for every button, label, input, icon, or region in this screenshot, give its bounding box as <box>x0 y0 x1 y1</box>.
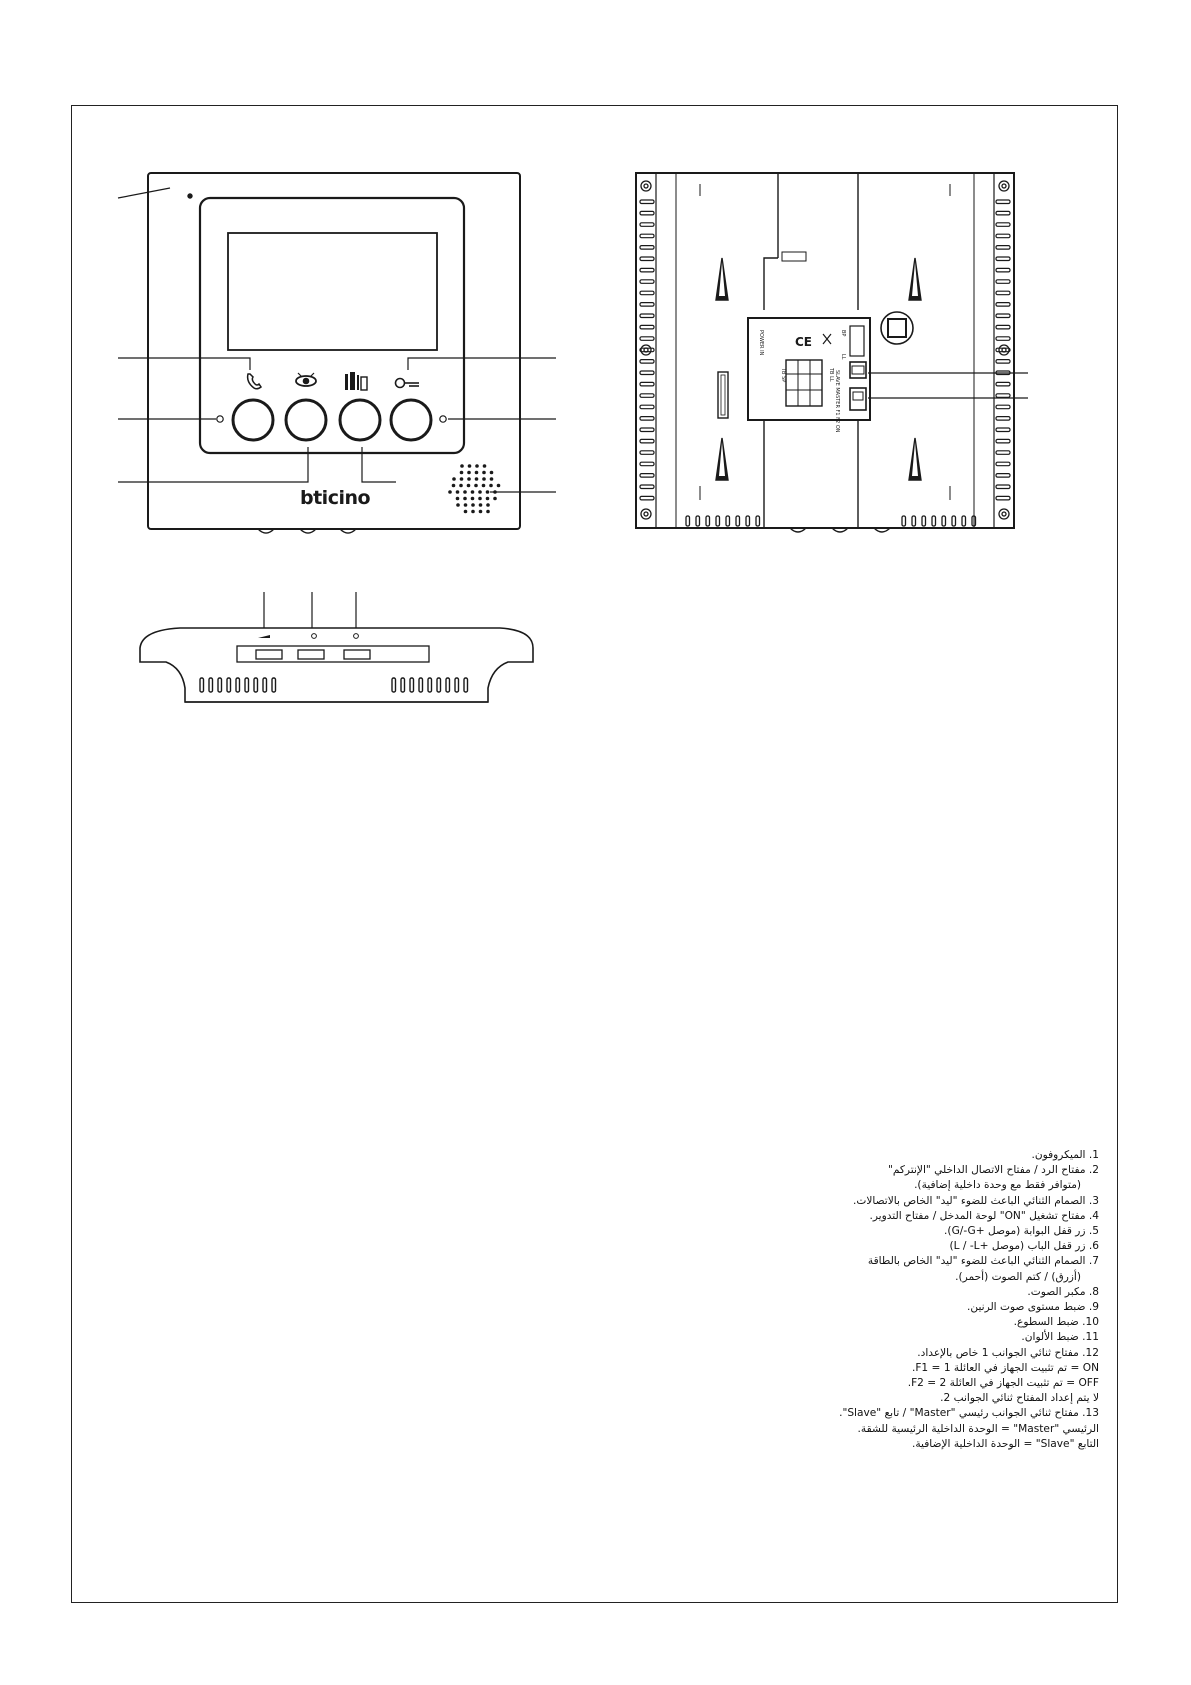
legend-text: مكبر الصوت. <box>1027 1285 1086 1298</box>
ce-mark: CE <box>795 335 812 349</box>
rear-view: CE POWER IN TB SP TB LL BP LL SLAVE MAST… <box>635 172 1028 533</box>
legend-item: 11. ضبط الألوان. <box>579 1330 1099 1345</box>
bus-label-left: TB SP <box>780 367 786 382</box>
legend-text: الصمام الثنائي الباعث للضوء "ليد" الخاص … <box>867 1255 1086 1268</box>
legend-number: 4. <box>1085 1209 1099 1222</box>
config-label: SLAVE MASTER F1 F2 ON <box>834 370 840 433</box>
legend-number: 7. <box>1085 1255 1099 1268</box>
legend-text: مفتاح ثنائي الجوانب رئيسي "Master" / تاب… <box>839 1407 1079 1420</box>
legend-item: 6. زر قفل الباب (موصل +L / -L) <box>579 1239 1099 1254</box>
legend-item: 2. مفتاح الرد / مفتاح الاتصال الداخلي "ا… <box>579 1163 1099 1178</box>
legend-item: 8. مكبر الصوت. <box>579 1285 1099 1300</box>
legend-number: 10. <box>1078 1316 1099 1329</box>
legend-number: 1. <box>1085 1149 1099 1161</box>
legend-item: 10. ضبط السطوع. <box>579 1315 1099 1330</box>
legend-item: 3. الصمام الثنائي الباعث للضوء "ليد" الخ… <box>579 1194 1099 1209</box>
legend-continuation: (أزرق) / كتم الصوت (أحمر). <box>955 1270 1081 1283</box>
dip-switch-1 <box>849 361 867 379</box>
answer-button <box>231 398 275 442</box>
gate-lock-button <box>338 398 382 442</box>
legend-number: 5. <box>1085 1225 1099 1238</box>
handset-icon <box>246 373 263 390</box>
power-in-label: POWER IN <box>758 330 764 356</box>
color-knob <box>343 649 371 660</box>
legend-text: مفتاح تشغيل "ON" لوحة المدخل / مفتاح الت… <box>869 1209 1086 1222</box>
legend-text: زر قفل البوابة (موصل +G/-G). <box>944 1225 1086 1238</box>
mounting-screws <box>640 180 1010 520</box>
terminal-label-a: BP <box>840 330 846 336</box>
legend-text: مفتاح ثنائي الجوانب 1 خاص بالإعداد. <box>917 1346 1079 1359</box>
microphone-hole <box>187 193 193 199</box>
speaker-grille <box>448 464 501 514</box>
eye-icon <box>295 372 317 387</box>
legend-number: 11. <box>1078 1331 1099 1344</box>
legend-continuation: (متوافر فقط مع وحدة داخلية إضافية). <box>914 1179 1081 1192</box>
legend-item: 13. مفتاح ثنائي الجوانب رئيسي "Master" /… <box>579 1406 1099 1421</box>
legend-number: 3. <box>1085 1194 1099 1207</box>
communication-led <box>216 415 224 423</box>
page-frame <box>71 105 1118 1603</box>
callout-lines <box>117 187 556 493</box>
legend-item: 12. مفتاح ثنائي الجوانب 1 خاص بالإعداد. <box>579 1346 1099 1361</box>
key-icon <box>394 377 419 389</box>
legend-note: لا يتم إعداد المفتاح ثنائي الجوانب 2. <box>940 1392 1099 1405</box>
legend-number: 13. <box>1078 1407 1099 1420</box>
legend-text: ضبط السطوع. <box>1013 1316 1079 1329</box>
bus-terminal <box>785 359 823 407</box>
bus-label-right: TB LL <box>828 367 834 382</box>
legend-number: 6. <box>1085 1240 1099 1253</box>
legend-item: 5. زر قفل البوابة (موصل +G/-G). <box>579 1224 1099 1239</box>
brand-logo: bticino <box>300 487 370 509</box>
dip-switch-master-slave <box>849 387 867 411</box>
gate-icon <box>345 372 368 391</box>
front-view: bticino <box>117 172 556 534</box>
legend-item: 7. الصمام الثنائي الباعث للضوء "ليد" الخ… <box>579 1254 1099 1269</box>
legend-number: 8. <box>1085 1285 1099 1298</box>
legend-text: ضبط الألوان. <box>1021 1331 1079 1344</box>
display-screen <box>227 232 438 351</box>
legend-number: 9. <box>1085 1301 1099 1314</box>
legend-number: 2. <box>1085 1164 1099 1177</box>
ringtone-volume-knob <box>255 649 283 660</box>
legend-text: الصمام الثنائي الباعث للضوء "ليد" الخاص … <box>853 1194 1086 1207</box>
legend-note: ON = تم تثبيت الجهاز في العائلة 1 = F1. <box>911 1361 1099 1374</box>
terminal-label-b: LL <box>840 354 846 360</box>
power-led <box>439 415 447 423</box>
legend-item: 1. الميكروفون. <box>579 1148 1100 1163</box>
legend-text: ضبط مستوى صوت الرنين. <box>967 1301 1086 1314</box>
door-panel-button <box>284 398 328 442</box>
legend-text: الميكروفون. <box>1031 1149 1086 1161</box>
legend-text: زر قفل الباب (موصل +L / -L) <box>949 1240 1086 1253</box>
palette-icon <box>353 633 359 639</box>
sun-icon <box>311 633 317 639</box>
legend-item: 9. ضبط مستوى صوت الرنين. <box>579 1300 1099 1315</box>
door-lock-button <box>389 398 433 442</box>
legend-note: OFF = تم تثبيت الجهاز في العائلة 2 = F2. <box>907 1377 1099 1390</box>
brightness-knob <box>297 649 325 660</box>
legend-note: الرئيسي "Master" = الوحدة الداخلية الرئي… <box>857 1422 1099 1435</box>
legend-text: مفتاح الرد / مفتاح الاتصال الداخلي "الإن… <box>887 1164 1086 1177</box>
legend-item: 4. مفتاح تشغيل "ON" لوحة المدخل / مفتاح … <box>579 1209 1099 1224</box>
legend-number: 12. <box>1078 1346 1099 1359</box>
bottom-view <box>139 592 534 703</box>
legend-note: التابع "Slave" = الوحدة الداخلية الإضافي… <box>911 1437 1099 1450</box>
legend: 1. الميكروفون.2. مفتاح الرد / مفتاح الات… <box>579 1148 1099 1452</box>
